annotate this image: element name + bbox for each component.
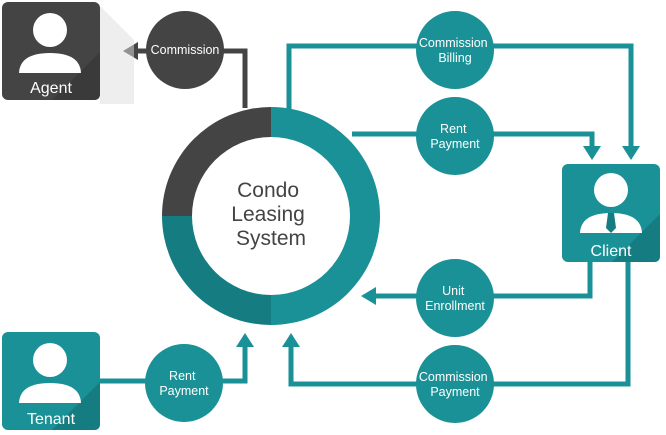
businessman-icon <box>580 173 642 233</box>
svg-text:Commission: Commission <box>151 43 220 57</box>
system-title-line-3: System <box>236 227 306 250</box>
commission-billing-label-1: Commission <box>419 36 488 50</box>
unit-enrollment-node: Unit Enrollment <box>416 259 494 337</box>
svg-text:Commission Billing: Commission Billing <box>419 36 491 65</box>
system-title-line-2: Leasing <box>231 203 305 226</box>
system-title: Condo Leasing System <box>231 179 310 250</box>
agent-label: Agent <box>30 80 72 97</box>
svg-text:Rent Payment: Rent Payment <box>159 369 209 398</box>
tenant-label: Tenant <box>27 411 76 428</box>
user-icon <box>19 343 81 403</box>
commission-billing-node: Commission Billing <box>416 11 494 89</box>
rent-payment-client-label-2: Payment <box>430 137 480 151</box>
rent-payment-tenant-node: Rent Payment <box>145 344 223 422</box>
arrow-head-unit-enrollment <box>361 287 376 305</box>
svg-text:Commission Payment: Commission Payment <box>419 370 491 399</box>
svg-text:Rent Payment: Rent Payment <box>430 122 480 151</box>
commission-node: Commission <box>146 11 224 89</box>
arrow-head-rent-payment-client <box>583 146 601 160</box>
unit-enrollment-label-1: Unit <box>442 284 465 298</box>
commission-label: Commission <box>151 43 220 57</box>
agent-actor: Agent <box>2 2 134 104</box>
system-ring <box>162 107 380 325</box>
arrow-head-rent-payment-tenant <box>236 333 254 347</box>
user-icon <box>19 13 81 73</box>
rent-payment-tenant-label-2: Payment <box>159 384 209 398</box>
arrow-head-commission-billing <box>622 146 640 160</box>
client-actor: Client <box>562 164 660 262</box>
rent-payment-tenant-label-1: Rent <box>169 369 196 383</box>
commission-billing-label-2: Billing <box>438 51 471 65</box>
unit-enrollment-label-2: Enrollment <box>425 299 485 313</box>
svg-text:Unit Enrollment: Unit Enrollment <box>425 284 485 313</box>
commission-payment-label-1: Commission <box>419 370 488 384</box>
commission-payment-label-2: Payment <box>430 385 480 399</box>
commission-payment-node: Commission Payment <box>416 345 494 423</box>
arrow-head-commission-payment <box>282 333 300 347</box>
rent-payment-client-label-1: Rent <box>440 122 467 136</box>
client-label: Client <box>591 243 632 260</box>
system-title-line-1: Condo <box>237 179 299 202</box>
rent-payment-client-node: Rent Payment <box>416 97 494 175</box>
tenant-actor: Tenant <box>2 332 100 430</box>
